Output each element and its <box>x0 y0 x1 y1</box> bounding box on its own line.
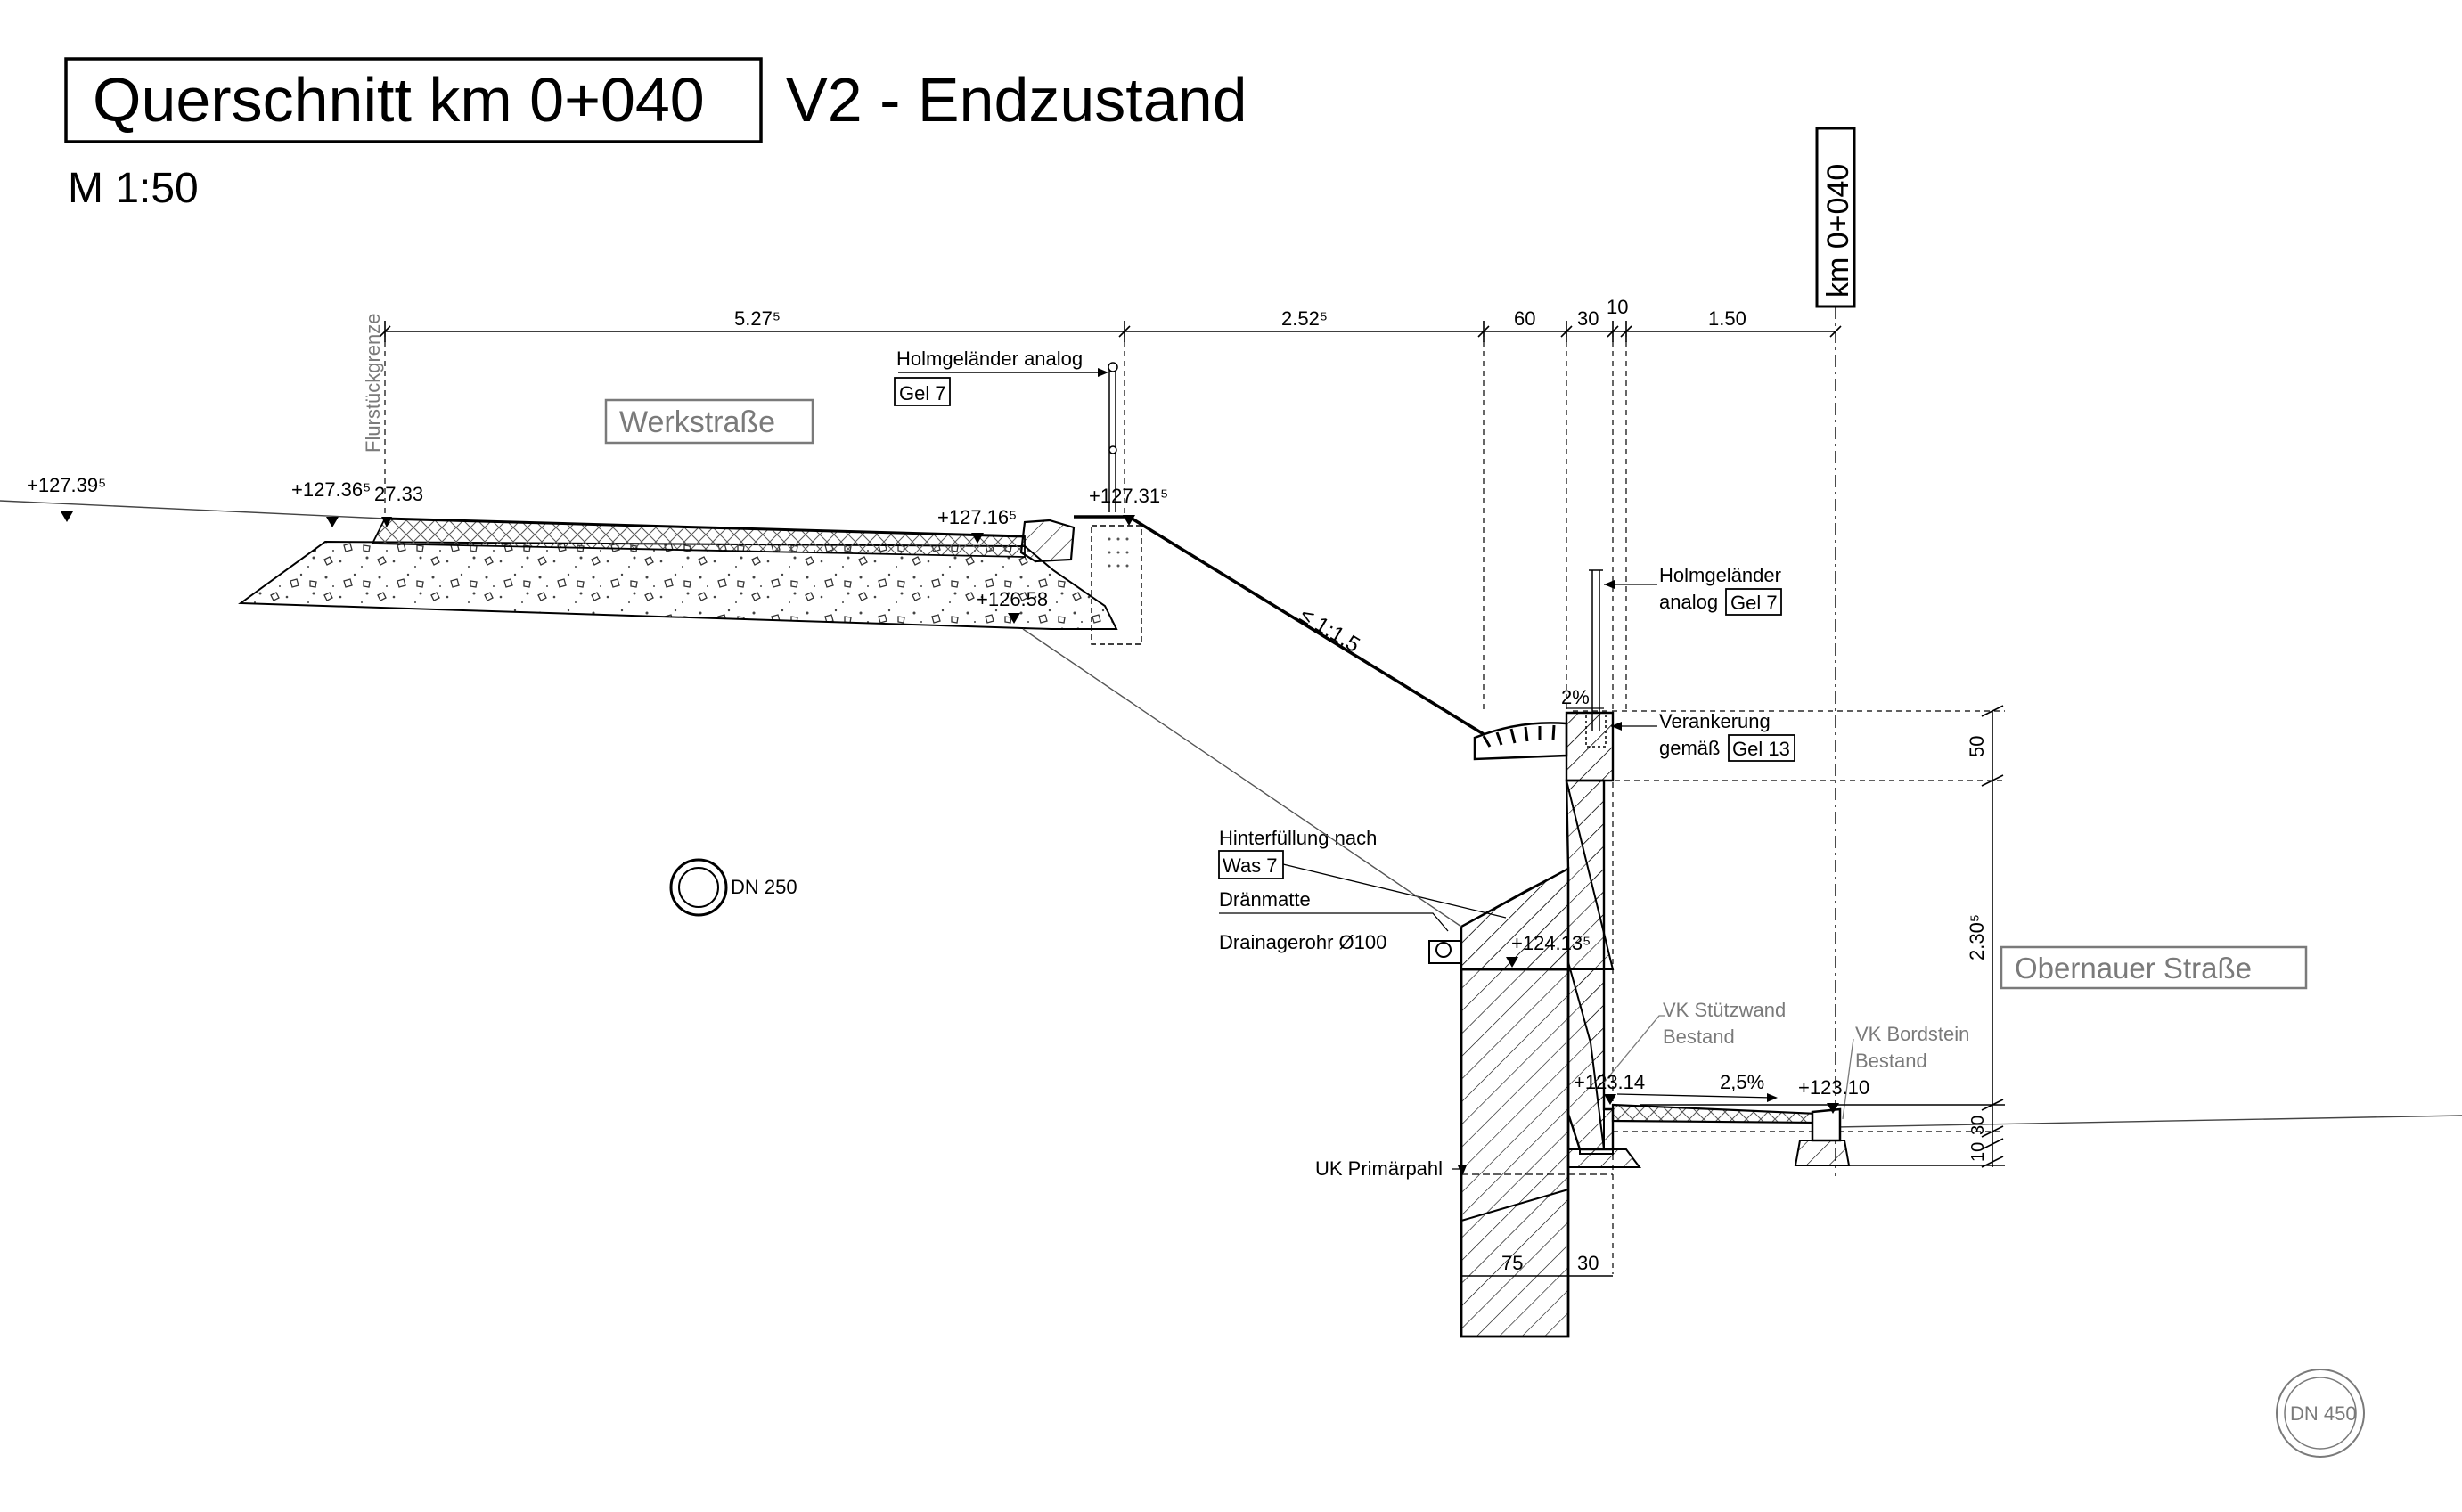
title-main: Querschnitt km 0+040 <box>93 65 705 135</box>
railing-right-ref-box <box>1725 588 1782 616</box>
backfill-leader <box>1282 863 1507 919</box>
anchor-label-1: Verankerung <box>1659 710 1771 732</box>
railing-right-label-2: analog <box>1659 591 1718 613</box>
street-label-left: Werkstraße <box>619 405 775 439</box>
drain-mat-label: Dränmatte <box>1219 888 1311 911</box>
pipe-dn450-inner <box>2284 1377 2357 1450</box>
backfill-label: Hinterfüllung nach <box>1219 827 1377 849</box>
railing-left-arrow <box>1098 368 1108 377</box>
curb-right <box>1811 1107 1842 1142</box>
elevation-markers <box>61 511 1839 1114</box>
railing-left-ref-box <box>894 377 951 406</box>
road-right <box>1611 1103 1820 1124</box>
pile-hatch-line <box>1460 1189 1569 1222</box>
gutter-cobbles <box>1482 724 1556 748</box>
anchor-label-2: gemäß <box>1659 737 1720 759</box>
elevation-5: +127.31⁵ <box>1089 485 1168 507</box>
elevation-1: +127.39⁵ <box>27 474 106 496</box>
elevation-7: +124.13⁵ <box>1511 932 1591 954</box>
vk-curb-leader <box>1842 1038 1854 1120</box>
railing-left <box>1108 362 1118 512</box>
elevation-4: +127.16⁵ <box>937 506 1017 528</box>
grade-top: 2% <box>1561 686 1590 708</box>
property-line-label: Flurstückgrenze <box>362 313 384 453</box>
title-frame <box>64 57 763 143</box>
dim-right-middle: 2.30⁵ <box>1966 914 1988 960</box>
railing-right-arrow <box>1604 580 1615 589</box>
anchor-arrow <box>1611 722 1622 731</box>
pipe-dn250-inner <box>678 867 719 908</box>
dimension-chain-right <box>1640 705 2005 1168</box>
vk-wall-label-1: VK Stützwand <box>1663 999 1786 1021</box>
road-surface <box>384 517 1026 538</box>
drain-pipe <box>1435 942 1452 958</box>
anchor-ref-box <box>1728 734 1795 762</box>
elevation-8: +123.14 <box>1574 1071 1645 1093</box>
elevation-2: +127.36⁵ <box>291 478 371 501</box>
ground-line-right <box>1835 1115 2462 1128</box>
wall-footing <box>1567 1148 1641 1168</box>
station-label: km 0+040 <box>1821 164 1855 298</box>
drain-pipe-label: Drainagerohr Ø100 <box>1219 931 1386 953</box>
footing-dots <box>1108 537 1129 568</box>
vk-wall-leader <box>1603 1015 1665 1083</box>
railing-right <box>1585 569 1607 748</box>
railing-left-ref: Gel 7 <box>899 382 946 405</box>
railing-right-ref: Gel 7 <box>1730 592 1778 614</box>
dim-top-1: 5.27⁵ <box>734 307 781 330</box>
street-label-left-box <box>604 398 814 445</box>
street-label-right-box <box>2000 945 2308 990</box>
pile-bottom-marker <box>1458 1165 1467 1176</box>
pile-dim-right: 30 <box>1577 1252 1599 1274</box>
dim-right-bottom2: 10 <box>1968 1142 1988 1162</box>
dim-right-bottom1: 30 <box>1968 1116 1988 1135</box>
pipe-dn450-outer <box>2276 1369 2365 1458</box>
anchor-ref: Gel 13 <box>1732 738 1790 760</box>
grade-road-arrowhead <box>1767 1093 1778 1102</box>
drain-mat-leader <box>1219 912 1449 932</box>
dim-right-top: 50 <box>1966 736 1988 757</box>
railing-footing <box>1091 525 1142 645</box>
grade-road-arrow-line <box>1616 1093 1774 1099</box>
dim-top-2: 2.52⁵ <box>1281 307 1328 330</box>
vk-curb-label-2: Bestand <box>1855 1050 1927 1072</box>
dimension-chain-top <box>379 321 1842 342</box>
curb-block <box>1019 519 1076 563</box>
pile-dim-left: 75 <box>1501 1252 1523 1274</box>
title-variant: V2 - Endzustand <box>786 65 1247 135</box>
excavation-line <box>1022 628 1462 928</box>
railing-left-label: Holmgeländer analog <box>896 347 1083 370</box>
pipe-dn450-label: DN 450 <box>2290 1402 2357 1425</box>
slope-line <box>1074 515 1485 736</box>
grade-road: 2,5% <box>1720 1071 1764 1093</box>
scale-label: M 1:50 <box>68 165 199 212</box>
elevation-6: +126.58 <box>977 588 1048 610</box>
wall-heel <box>1460 866 1570 971</box>
vk-wall-label-2: Bestand <box>1663 1026 1735 1048</box>
railing-right-label-1: Holmgeländer <box>1659 564 1781 586</box>
street-label-right: Obernauer Straße <box>2015 952 2252 985</box>
dim-top-6: 1.50 <box>1708 307 1746 330</box>
vk-curb-label-1: VK Bordstein <box>1855 1023 1969 1045</box>
curb-right-footing <box>1794 1140 1851 1166</box>
elevation-3: 27.33 <box>374 483 423 505</box>
backfill-ref: Was 7 <box>1223 854 1278 877</box>
pipe-dn250-outer <box>669 858 728 917</box>
pipe-dn250-label: DN 250 <box>731 876 797 898</box>
dim-top-4: 30 <box>1577 307 1599 330</box>
slope-label: ≤ 1:1,5 <box>1296 603 1364 658</box>
extension-lines <box>384 331 2005 1274</box>
pile <box>1460 968 1570 1338</box>
elevation-9: +123.10 <box>1798 1076 1869 1099</box>
pile-bottom-label: UK Primärpahl <box>1315 1157 1443 1180</box>
ground-line-left <box>0 500 386 519</box>
dim-top-5: 10 <box>1607 296 1628 318</box>
dim-top-3: 60 <box>1514 307 1535 330</box>
